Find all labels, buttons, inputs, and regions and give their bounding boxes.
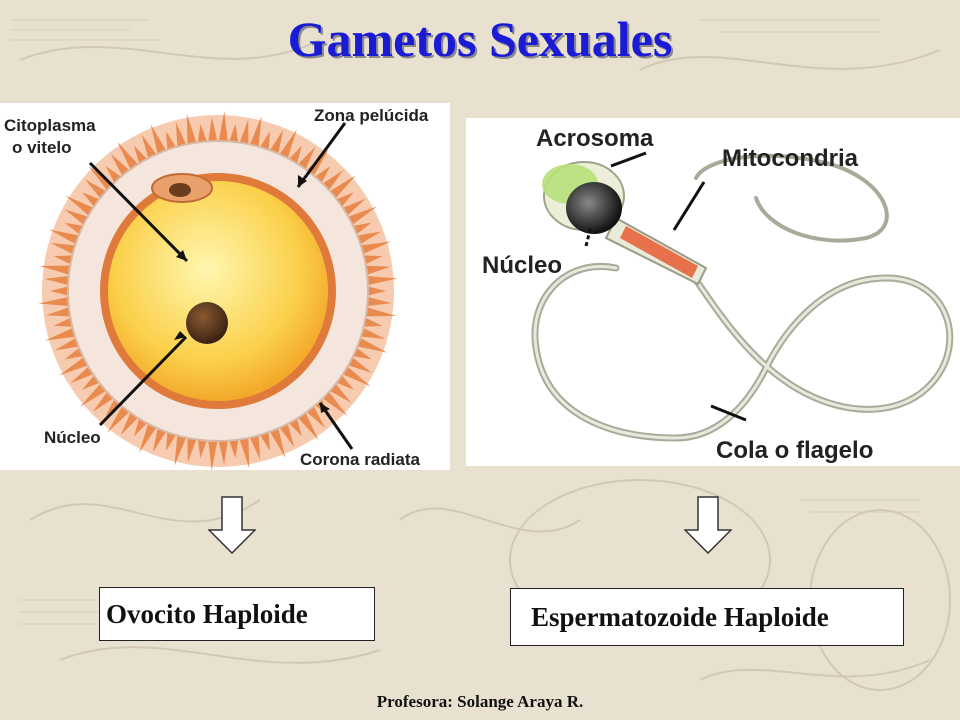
nucleus <box>186 302 228 344</box>
down-arrow-icon <box>208 496 256 554</box>
label-zona-pelucida: Zona pelúcida <box>314 106 429 125</box>
page-title: Gametos Sexuales <box>287 11 673 67</box>
label-citoplasma: Citoplasma <box>4 116 96 135</box>
down-arrow-icon <box>684 496 732 554</box>
midpiece <box>604 216 708 286</box>
sperm-head <box>542 161 625 234</box>
label-vitelo: o vitelo <box>12 138 72 157</box>
flagellum <box>531 153 954 442</box>
label-nucleo-ovocito: Núcleo <box>44 428 101 447</box>
ovocito-result-box: Ovocito Haploide <box>99 587 375 641</box>
sperm-diagram: Acrosoma Mitocondria Núcleo Cola o flage… <box>466 118 960 466</box>
espermatozoide-result-box: Espermatozoide Haploide <box>510 588 904 646</box>
label-corona-radiata: Corona radiata <box>300 450 421 469</box>
label-cola-flagelo: Cola o flagelo <box>716 437 873 464</box>
footer-author: Profesora: Solange Araya R. <box>376 692 584 711</box>
label-acrosoma: Acrosoma <box>536 125 654 152</box>
oocyte-diagram: Citoplasma o vitelo Zona pelúcida Núcleo… <box>0 103 450 470</box>
label-nucleo-espermatozoide: Núcleo <box>482 252 562 279</box>
label-mitocondria: Mitocondria <box>722 145 859 172</box>
